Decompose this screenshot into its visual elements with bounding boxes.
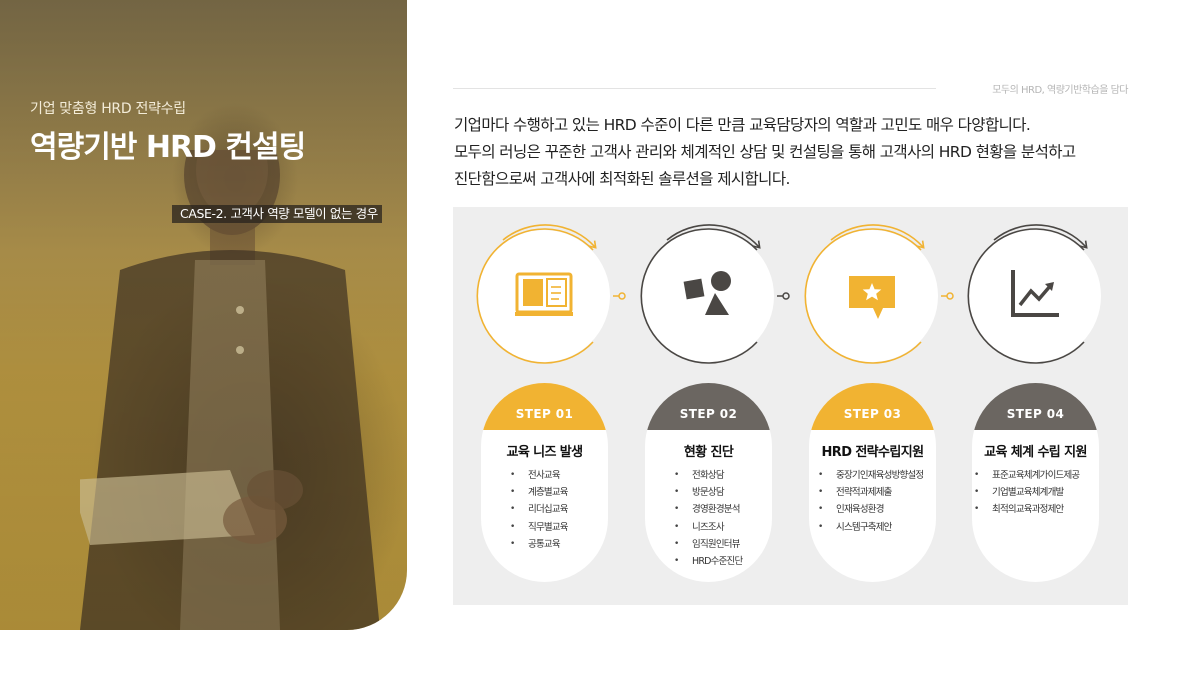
list-item: 전화상담 xyxy=(674,467,772,484)
list-item: 계층별교육 xyxy=(510,484,608,501)
step-title: 교육 니즈 발생 xyxy=(506,445,583,460)
step-card: STEP 03 HRD 전략수립지원 중장기인재육성방향설정 전략적과제제출 인… xyxy=(809,383,936,582)
presenter-photo xyxy=(80,150,380,630)
step-2-circle xyxy=(640,224,774,364)
hero-overlay xyxy=(0,0,407,630)
step-3-circle xyxy=(804,224,938,364)
list-item: HRD수준진단 xyxy=(674,553,772,570)
list-item: 니즈조사 xyxy=(674,519,772,536)
list-item: 표준교육체계가이드제공 xyxy=(974,467,1099,484)
intro-text: 기업마다 수행하고 있는 HRD 수준이 다른 만큼 교육담당자의 역할과 고민… xyxy=(454,112,1154,193)
step-item-list: 전사교육 계층별교육 리더십교육 직무별교육 공통교육 xyxy=(481,467,608,553)
star-message-icon xyxy=(849,276,895,319)
step-card: STEP 02 현황 진단 전화상담 방문상담 경영환경분석 니즈조사 임직원인… xyxy=(645,383,772,582)
connector-2 xyxy=(777,292,790,300)
intro-line: 기업마다 수행하고 있는 HRD 수준이 다른 만큼 교육담당자의 역할과 고민… xyxy=(454,116,1031,134)
step-title: 교육 체계 수립 지원 xyxy=(984,445,1087,460)
step-4-circle xyxy=(967,224,1101,364)
shapes-icon xyxy=(683,271,731,315)
step-label: STEP 02 xyxy=(679,407,738,421)
list-item: 경영환경분석 xyxy=(674,501,772,518)
step-1-circle xyxy=(476,224,610,364)
connector-1 xyxy=(613,292,626,300)
list-item: 전략적과제제출 xyxy=(818,484,936,501)
header-divider xyxy=(453,88,936,89)
step-title: 현황 진단 xyxy=(683,445,734,460)
step-title: HRD 전략수립지원 xyxy=(821,445,925,460)
hero-subtitle: 기업 맞춤형 HRD 전략수립 xyxy=(30,101,186,117)
list-item: 최적의교육과정제안 xyxy=(974,501,1099,518)
step-item-list: 표준교육체계가이드제공 기업별교육체계개발 최적의교육과정제안 xyxy=(972,467,1099,519)
connector-3 xyxy=(941,292,954,300)
list-item: 기업별교육체계개발 xyxy=(974,484,1099,501)
list-item: 인재육성환경 xyxy=(818,501,936,518)
list-item: 방문상담 xyxy=(674,484,772,501)
list-item: 직무별교육 xyxy=(510,519,608,536)
intro-line: 모두의 러닝은 꾸준한 고객사 관리와 체계적인 상담 및 컨설팅을 통해 고객… xyxy=(454,143,1076,161)
list-item: 공통교육 xyxy=(510,536,608,553)
list-item: 전사교육 xyxy=(510,467,608,484)
list-item: 시스템구축제안 xyxy=(818,519,936,536)
intro-line: 진단함으로써 고객사에 최적화된 솔루션을 제시합니다. xyxy=(454,170,790,188)
list-item: 리더십교육 xyxy=(510,501,608,518)
list-item: 중장기인재육성방향설정 xyxy=(818,467,936,484)
hero-title: 역량기반 HRD 컨설팅 xyxy=(30,130,306,165)
step-label: STEP 01 xyxy=(515,407,574,421)
step-item-list: 전화상담 방문상담 경영환경분석 니즈조사 임직원인터뷰 HRD수준진단 xyxy=(645,467,772,570)
growth-chart-icon xyxy=(1011,270,1059,317)
step-label: STEP 03 xyxy=(843,407,902,421)
hero-panel: 기업 맞춤형 HRD 전략수립 역량기반 HRD 컨설팅 CASE-2. 고객사… xyxy=(0,0,407,630)
tagline: 모두의 HRD, 역량기반학습을 담다 xyxy=(992,85,1128,96)
case-badge: CASE-2. 고객사 역량 모델이 없는 경우 xyxy=(172,205,382,223)
process-graphics xyxy=(476,224,1101,364)
list-item: 임직원인터뷰 xyxy=(674,536,772,553)
step-card: STEP 04 교육 체계 수립 지원 표준교육체계가이드제공 기업별교육체계개… xyxy=(972,383,1099,582)
book-icon xyxy=(515,272,573,316)
step-label: STEP 04 xyxy=(1006,407,1065,421)
step-card: STEP 01 교육 니즈 발생 전사교육 계층별교육 리더십교육 직무별교육 … xyxy=(481,383,608,582)
step-item-list: 중장기인재육성방향설정 전략적과제제출 인재육성환경 시스템구축제안 xyxy=(809,467,936,536)
